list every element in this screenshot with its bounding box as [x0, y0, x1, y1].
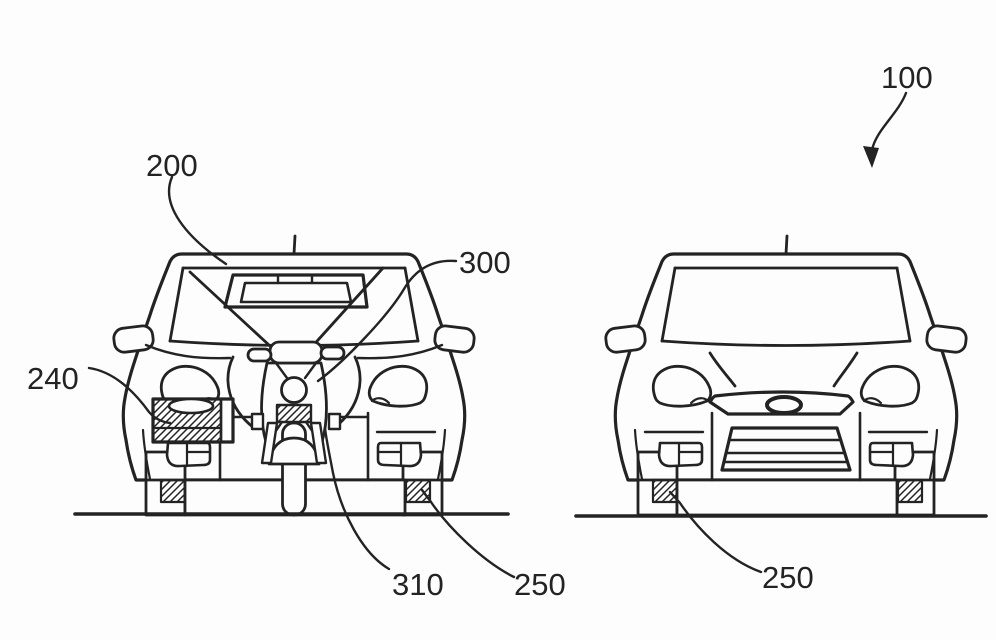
hood-crease-right: [832, 351, 859, 388]
leader-line-240: [87, 366, 172, 425]
scooter-headlight: [280, 376, 308, 404]
windshield-diagonal-left: [188, 270, 285, 360]
ref-label-250-left: 250: [514, 567, 566, 602]
leader-line-200: [167, 175, 228, 266]
right-vehicle-shell: [603, 234, 969, 517]
hood-edge-right: [356, 343, 444, 360]
dock-opening-right: [332, 355, 362, 430]
brand-emblem: [765, 395, 803, 415]
ref-label-200: 200: [146, 148, 198, 183]
scooter-handlebar-pad: [268, 340, 324, 365]
scooter-fork-right: [309, 421, 328, 465]
leader-arrow-100: [870, 91, 908, 152]
dock-bracket-right: [327, 412, 342, 431]
ref-label-300: 300: [459, 245, 511, 280]
left-vehicle-details: [144, 266, 444, 517]
ref-label-310: 310: [392, 567, 444, 602]
leader-line-300: [316, 259, 458, 383]
carrier-box-240: [151, 397, 235, 444]
arrowhead-100: [863, 146, 879, 168]
scooter-plate-hatch: [275, 403, 313, 424]
leader-line-250-right: [668, 490, 763, 574]
right-vehicle-details: [708, 351, 859, 472]
lower-grille: [720, 426, 852, 472]
scooter-fork-left: [260, 421, 279, 465]
right-vehicle-figure: [574, 234, 988, 518]
left-vehicle-figure: [73, 234, 510, 517]
scooter: [246, 340, 346, 517]
ref-label-250-right: 250: [762, 560, 814, 595]
leader-line-250-left: [420, 488, 516, 579]
carrier-box-roller: [167, 397, 215, 415]
scooter-grip-right: [319, 345, 346, 361]
scooter-stem-left: [274, 361, 289, 380]
dock-opening-left: [226, 355, 256, 430]
ref-label-100: 100: [881, 60, 933, 95]
dock-bracket-left: [250, 412, 265, 431]
scooter-stem-right: [303, 361, 318, 380]
ref-label-240: 240: [27, 361, 79, 396]
hood-crease-left: [708, 351, 737, 388]
hood-edge-left: [144, 343, 232, 360]
scooter-grip-left: [246, 347, 273, 363]
reference-annotations: 200 100 300 240 310 250 250: [27, 60, 933, 602]
leader-line-310: [323, 426, 391, 571]
